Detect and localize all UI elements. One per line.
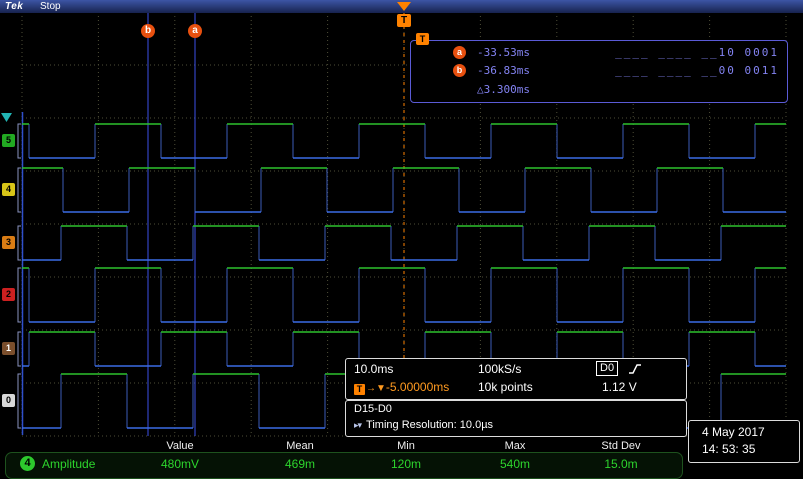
trigger-position-arrow-icon[interactable] — [397, 2, 411, 11]
waveform-edges-d4 — [62, 168, 724, 212]
bus-position-arrow-icon[interactable] — [1, 113, 12, 122]
trigger-flag-icon: T — [416, 33, 429, 45]
cursor-a-icon: a — [453, 46, 466, 59]
date-readout: 4 May 2017 — [702, 425, 765, 439]
cursor-b-row: b -36.83ms ____ ____ __00 0011 — [411, 64, 787, 80]
cursor-b-marker[interactable]: b — [141, 24, 155, 38]
measurement-header-min: Min — [397, 440, 415, 452]
measurement-mean: 469m — [284, 457, 316, 471]
rising-edge-icon — [629, 364, 641, 374]
record-length: 10k points — [478, 380, 533, 394]
channel-bracket-d3 — [17, 225, 21, 261]
waveform-edges-d3 — [60, 226, 722, 260]
digital-channel-label-d3: 3 — [2, 236, 15, 249]
digital-channel-label-d0: 0 — [2, 394, 15, 407]
cursor-a-time: -33.53ms — [477, 46, 530, 59]
trigger-position-readout: T→▼-5.00000ms — [354, 380, 449, 395]
digital-channel-label-d5: 5 — [2, 134, 15, 147]
channel-bracket-d4 — [17, 167, 21, 213]
horizontal-scale: 10.0ms — [354, 362, 394, 376]
digital-channel-label-d4: 4 — [2, 183, 15, 196]
measurement-max: 540m — [499, 457, 531, 471]
measurement-header-max: Max — [504, 440, 526, 452]
channel-bracket-d2 — [17, 267, 21, 323]
acquisition-status: Stop — [40, 1, 61, 12]
sample-rate: 100kS/s — [478, 362, 522, 376]
channel-bracket-d0 — [17, 373, 21, 429]
cursor-readout-panel: T a -33.53ms ____ ____ __10 0001 b -36.8… — [410, 33, 788, 103]
measurement-name: Amplitude — [42, 457, 96, 471]
trigger-flag-icon: T — [354, 384, 365, 395]
cursor-b-icon: b — [453, 64, 466, 77]
arrow-right-icon: → — [366, 383, 376, 394]
timing-resolution-value: Timing Resolution: 10.0µs — [366, 419, 494, 431]
digital-channel-label-d2: 2 — [2, 288, 15, 301]
bus-readout-panel: D15-D0 ▸▾ Timing Resolution: 10.0µs — [345, 400, 687, 437]
measurement-channel-badge: 4 — [20, 456, 35, 471]
measurement-min: 120m — [390, 457, 422, 471]
tek-logo: Tek — [5, 1, 24, 12]
measurement-header-value: Value — [166, 440, 194, 452]
cursor-a-marker[interactable]: a — [188, 24, 202, 38]
channel-bracket-d1 — [17, 331, 21, 367]
trigger-flag-icon[interactable]: T — [397, 14, 411, 27]
measurement-row-background — [5, 452, 683, 479]
cursor-delta-readout: △3.300ms — [477, 83, 530, 96]
channel-bracket-d5 — [17, 123, 21, 159]
cursor-b-time: -36.83ms — [477, 64, 530, 77]
measurement-header-mean: Mean — [286, 440, 314, 452]
waveform-edges-d5 — [28, 124, 756, 158]
datetime-panel: 4 May 2017 14: 53: 35 — [688, 420, 800, 463]
cursor-a-bits: ____ ____ __10 0001 — [615, 46, 779, 59]
digital-channel-label-d1: 1 — [2, 342, 15, 355]
measurement-value: 480mV — [160, 457, 200, 471]
trigger-position-value: -5.00000ms — [385, 380, 450, 394]
bus-channels-label: D15-D0 — [354, 403, 392, 415]
arrow-down-icon: ▼ — [376, 383, 386, 394]
bus-icon: ▸▾ — [354, 420, 362, 430]
cursor-b-bits: ____ ____ __00 0011 — [615, 64, 779, 77]
waveform-edges-d1 — [28, 332, 756, 366]
measurement-stddev: 15.0m — [604, 457, 638, 471]
cursor-a-row: a -33.53ms ____ ____ __10 0001 — [411, 46, 787, 62]
horizontal-readout-panel: 10.0ms 100kS/s D0 T→▼-5.00000ms 10k poin… — [345, 358, 687, 400]
trigger-level: 1.12 V — [602, 380, 637, 394]
measurement-header-stddev: Std Dev — [601, 440, 641, 452]
waveform-edges-d2 — [28, 268, 756, 322]
trigger-source-badge: D0 — [596, 361, 619, 376]
timing-resolution-row: ▸▾ Timing Resolution: 10.0µs — [354, 419, 493, 431]
time-readout: 14: 53: 35 — [702, 442, 756, 456]
